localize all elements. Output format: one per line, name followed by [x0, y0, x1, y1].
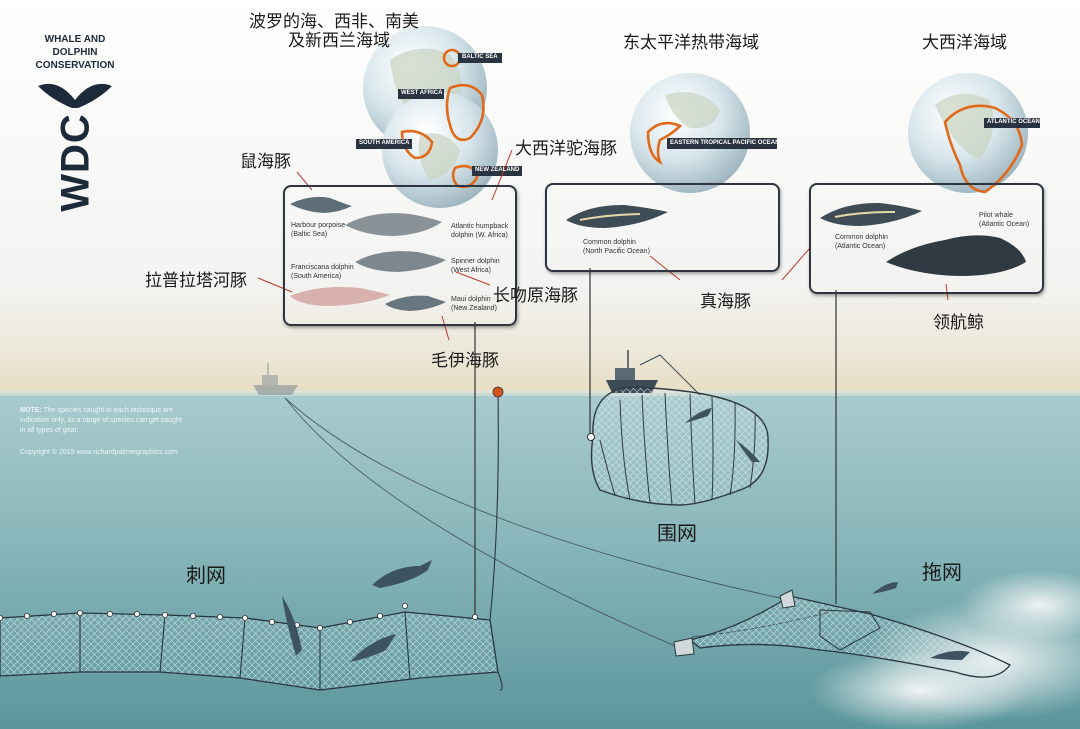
maui-dolphin-icon — [385, 295, 446, 311]
harbour-porpoise-name: Harbour porpoise — [291, 222, 346, 229]
purse-seine-net — [587, 386, 769, 506]
common-dolphin-atlantic-name: Common dolphin — [835, 234, 888, 241]
card-art-trawl — [820, 202, 1026, 276]
gillnet-buoy — [492, 386, 504, 398]
pilot-whale-icon — [886, 235, 1026, 276]
trawl-species-card: Common dolphin (Atlantic Ocean) Pilot wh… — [809, 183, 1044, 294]
common-dolphin-pacific-icon — [566, 204, 668, 228]
species-cn-maui: 毛伊海豚 — [431, 351, 499, 371]
card-art-purse — [566, 204, 668, 228]
common-dolphin-pacific-name: Common dolphin — [583, 239, 636, 246]
pilot-whale-region: (Atlantic Ocean) — [979, 221, 1030, 228]
leader-lines — [257, 149, 949, 341]
spinner-dolphin-region: (West Africa) — [451, 267, 491, 274]
note-body-1: The species caught in each technique are — [41, 407, 174, 414]
common-dolphin-atlantic-region: (Atlantic Ocean) — [835, 243, 886, 250]
logo-line-2: DOLPHIN — [52, 47, 98, 58]
logo-mark: WDC — [53, 113, 98, 212]
globe-label-new-zealand — [472, 166, 522, 176]
logo-line-1: WHALE AND — [44, 34, 106, 45]
humpback-dolphin-icon — [345, 213, 442, 236]
globe-label-atlantic-text: ATLANTIC OCEAN — [987, 119, 1040, 125]
note-title: NOTE: — [20, 407, 42, 414]
note-copyright: Copyright © 2015 www.richardpalmergraphi… — [20, 449, 178, 456]
horizon — [0, 390, 1080, 396]
franciscana-dolphin-name: Franciscana dolphin — [291, 264, 354, 271]
pilot-whale-name: Pilot whale — [979, 212, 1013, 219]
species-cn-common: 真海豚 — [700, 292, 751, 312]
note-body-3: in all types of gear. — [20, 427, 79, 434]
globe-west-lower — [382, 92, 498, 208]
wdc-logo: WHALE AND DOLPHIN CONSERVATION WDC — [28, 30, 122, 212]
common-dolphin-atlantic-icon — [820, 202, 922, 226]
globe-label-west-africa — [398, 89, 444, 99]
harbour-porpoise-region: (Baltic Sea) — [291, 231, 328, 238]
humpback-dolphin-region: dolphin (W. Africa) — [451, 232, 508, 239]
trawl-door-2 — [673, 637, 695, 657]
species-cn-pilot: 领航鲸 — [933, 313, 984, 333]
maui-dolphin-name: Maui dolphin — [451, 296, 491, 303]
species-cn-humpback: 大西洋驼海豚 — [515, 139, 617, 159]
globe-label-baltic — [458, 53, 502, 63]
region-title-west-line1: 波罗的海、西非、南美 — [249, 12, 419, 32]
trawl-sediment-cloud-3 — [960, 570, 1080, 640]
logo-line-3: CONSERVATION — [35, 60, 115, 71]
globe-label-south-america-text: SOUTH AMERICA — [359, 140, 410, 146]
note-body-2: indicative only, as a range of species c… — [20, 417, 182, 424]
gear-connectors — [474, 268, 837, 615]
trawl-net — [673, 589, 1011, 678]
species-cn-harbour: 鼠海豚 — [240, 152, 291, 172]
spinner-dolphin-icon — [355, 251, 446, 272]
harbour-porpoise-icon — [290, 196, 352, 213]
water-dolphins — [282, 408, 970, 662]
whale-tail-icon — [38, 83, 112, 108]
franciscana-dolphin-region: (South America) — [291, 273, 342, 280]
globe-label-south-america — [356, 139, 412, 149]
globe-atlantic — [908, 73, 1028, 193]
species-cn-franciscana: 拉普拉塔河豚 — [145, 271, 247, 291]
spinner-dolphin-name: Spinner dolphin — [451, 258, 500, 265]
gear-label-trawl: 拖网 — [922, 560, 962, 584]
globe-label-etp-text: EASTERN TROPICAL PACIFIC OCEAN — [670, 140, 780, 146]
sky — [0, 0, 1080, 395]
region-title-pacific: 东太平洋热带海域 — [623, 33, 759, 53]
globe-label-new-zealand-text: NEW ZEALAND — [475, 167, 520, 173]
globe-label-etp — [667, 138, 777, 149]
globe-label-west-africa-text: WEST AFRICA — [401, 90, 443, 96]
gillnet-species-card: Harbour porpoise (Baltic Sea) Atlantic h… — [283, 185, 517, 326]
gillnet — [0, 386, 504, 691]
region-title-west-line2: 及新西兰海域 — [288, 31, 390, 51]
humpback-dolphin-name: Atlantic humpback — [451, 223, 509, 230]
region-title-atlantic: 大西洋海域 — [922, 33, 1007, 53]
gear-label-purse-seine: 围网 — [657, 521, 697, 545]
globe-label-baltic-text: BALTIC SEA — [462, 54, 498, 60]
species-cn-spinner: 长吻原海豚 — [493, 286, 578, 306]
maui-dolphin-region: (New Zealand) — [451, 305, 497, 312]
purse-seine-species-card: Common dolphin (North Pacific Ocean) — [545, 183, 780, 272]
common-dolphin-pacific-region: (North Pacific Ocean) — [583, 248, 650, 255]
globe-label-atlantic — [984, 118, 1040, 128]
card-art-gillnet — [290, 196, 446, 311]
trawl-door-1 — [779, 589, 796, 609]
gear-label-gillnet: 刺网 — [186, 563, 226, 587]
gillnet-boat — [253, 363, 298, 395]
franciscana-dolphin-icon — [290, 287, 390, 306]
